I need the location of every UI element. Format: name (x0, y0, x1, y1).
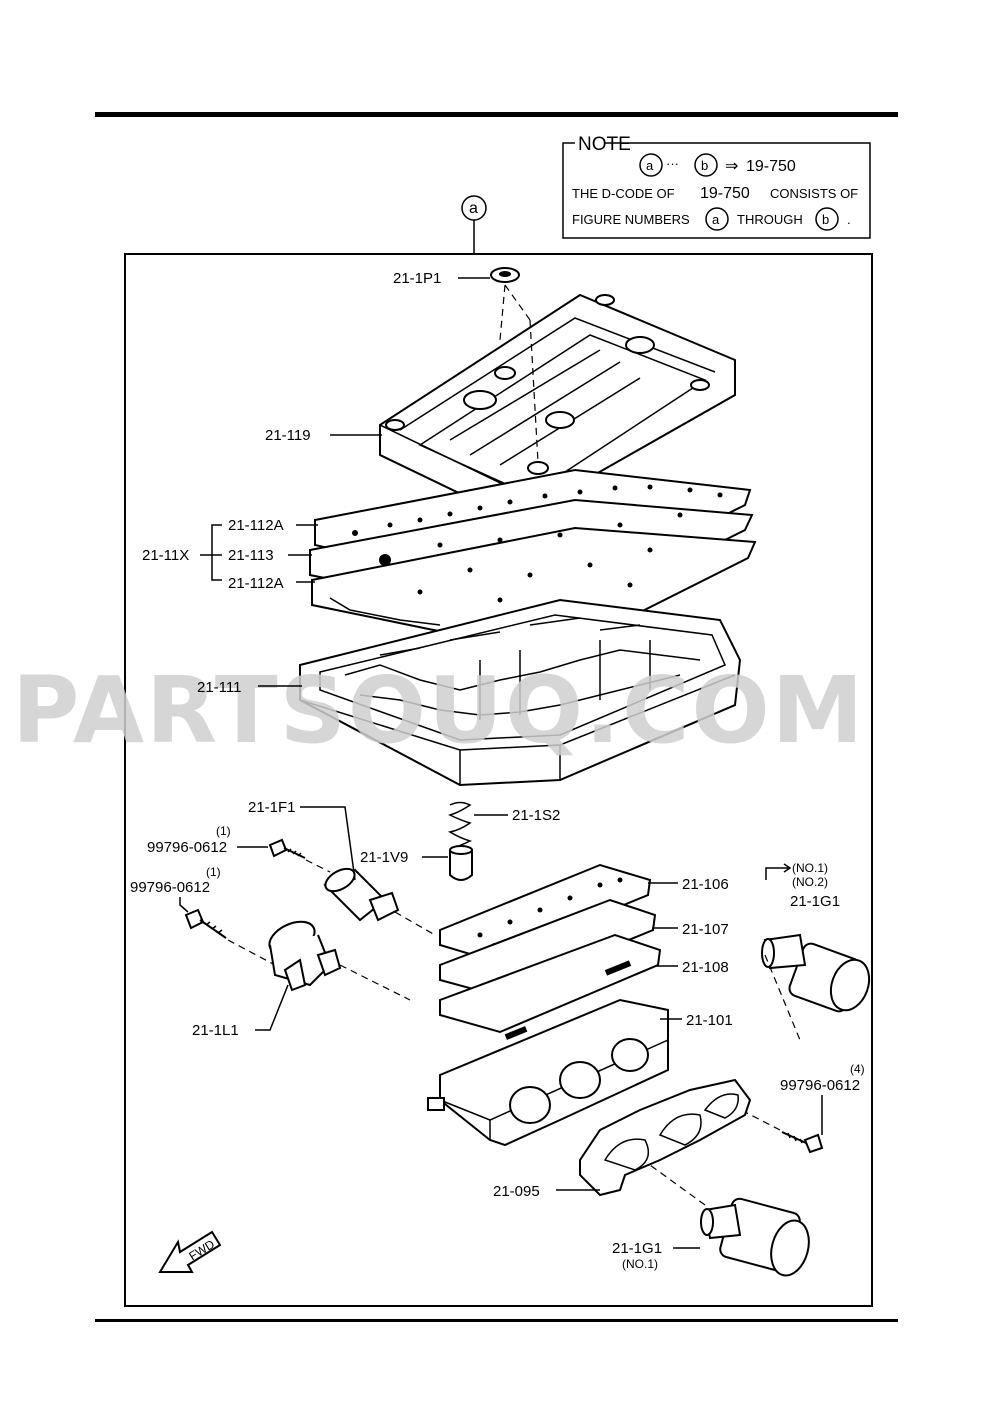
solenoid-1g1-right (761, 933, 871, 1041)
label-bolt3: 99796-0612 (780, 1077, 860, 1094)
bolt-right (744, 1111, 824, 1154)
note-circle-a: a (646, 158, 654, 173)
figure-frame (124, 253, 873, 1307)
label-21-106: 21-106 (682, 876, 729, 893)
label-21-1s2: 21-1S2 (512, 807, 560, 824)
label-21-1g1-bottom: 21-1G1 (612, 1240, 662, 1257)
label-21-101: 21-101 (686, 1012, 733, 1029)
label-21-112a-top: 21-112A (228, 517, 284, 534)
label-21-095: 21-095 (493, 1183, 540, 1200)
plate-108 (439, 933, 662, 1040)
label-21-108: 21-108 (682, 959, 729, 976)
label-21-1v9: 21-1V9 (360, 849, 408, 866)
valve-body-housing-101 (427, 998, 669, 1147)
solenoid-1l1 (268, 920, 411, 1001)
label-bolt1: 99796-0612 (147, 839, 227, 856)
label-21-112a-bottom: 21-112A (228, 575, 284, 592)
svg-text:a: a (469, 200, 478, 217)
label-21-11x: 21-11X (142, 547, 189, 564)
valve-1v9 (449, 845, 473, 881)
note-code: 19-750 (746, 158, 796, 175)
note-line2-prefix: THE D-CODE OF (572, 186, 675, 201)
note-dots: ··· (666, 156, 679, 171)
note-line2-code: 19-750 (700, 185, 750, 202)
note-line3-mid: THROUGH (737, 212, 803, 227)
plate-holes (352, 484, 723, 608)
label-21-119: 21-119 (265, 427, 311, 444)
label-bolt2: 99796-0612 (130, 879, 210, 896)
note-line2-suffix: CONSISTS OF (770, 186, 858, 201)
lower-valve-body-111 (299, 598, 742, 787)
label-21-1f1: 21-1F1 (248, 799, 296, 816)
label-bolt1-qty: (1) (216, 824, 231, 838)
label-21-111: 21-111 (197, 679, 241, 696)
label-21-1l1: 21-1L1 (192, 1022, 239, 1039)
note-arrow: ⇒ (725, 158, 738, 175)
note-heading: NOTE (578, 134, 631, 155)
label-no1-bottom: (NO.1) (622, 1257, 658, 1271)
bottom-rule (95, 1319, 898, 1322)
label-21-1g1-right: 21-1G1 (790, 893, 840, 910)
fwd-arrow: FWD (158, 1230, 222, 1273)
label-21-1p1: 21-1P1 (393, 270, 441, 287)
solenoid-1f1 (323, 867, 436, 936)
note-circle-b: b (701, 158, 708, 173)
bolt-middle (184, 908, 276, 966)
spring-1s2 (447, 801, 473, 849)
label-21-107: 21-107 (682, 921, 729, 938)
label-no2: (NO.2) (792, 875, 828, 889)
solenoid-1g1-bottom (649, 1164, 810, 1277)
note-line3-end: . (847, 212, 851, 227)
separator-plate-112a-bottom (311, 526, 757, 657)
seal-1p1 (490, 267, 531, 341)
figure-marker: a (461, 195, 487, 254)
label-no1: (NO.1) (792, 861, 828, 875)
label-21-113: 21-113 (228, 547, 274, 564)
note-line3-circle-b: b (822, 212, 829, 227)
upper-valve-body-119 (379, 293, 736, 522)
label-bolt3-qty: (4) (850, 1062, 865, 1076)
labels: 21-1P1 21-119 21-112A 21-11X 21-113 21-1… (130, 270, 865, 1271)
watermark: PARTSOUQ.COM (12, 657, 865, 764)
top-rule (95, 112, 898, 117)
plate-107 (439, 898, 657, 997)
note-box: NOTE a ··· b ⇒ 19-750 THE D-CODE OF 19-7… (562, 134, 871, 239)
gasket-095 (579, 1078, 752, 1197)
note-line3-prefix: FIGURE NUMBERS (572, 212, 690, 227)
label-bolt2-qty: (1) (206, 865, 221, 879)
bolt-upper (268, 838, 331, 873)
note-line3-circle-a: a (712, 212, 720, 227)
